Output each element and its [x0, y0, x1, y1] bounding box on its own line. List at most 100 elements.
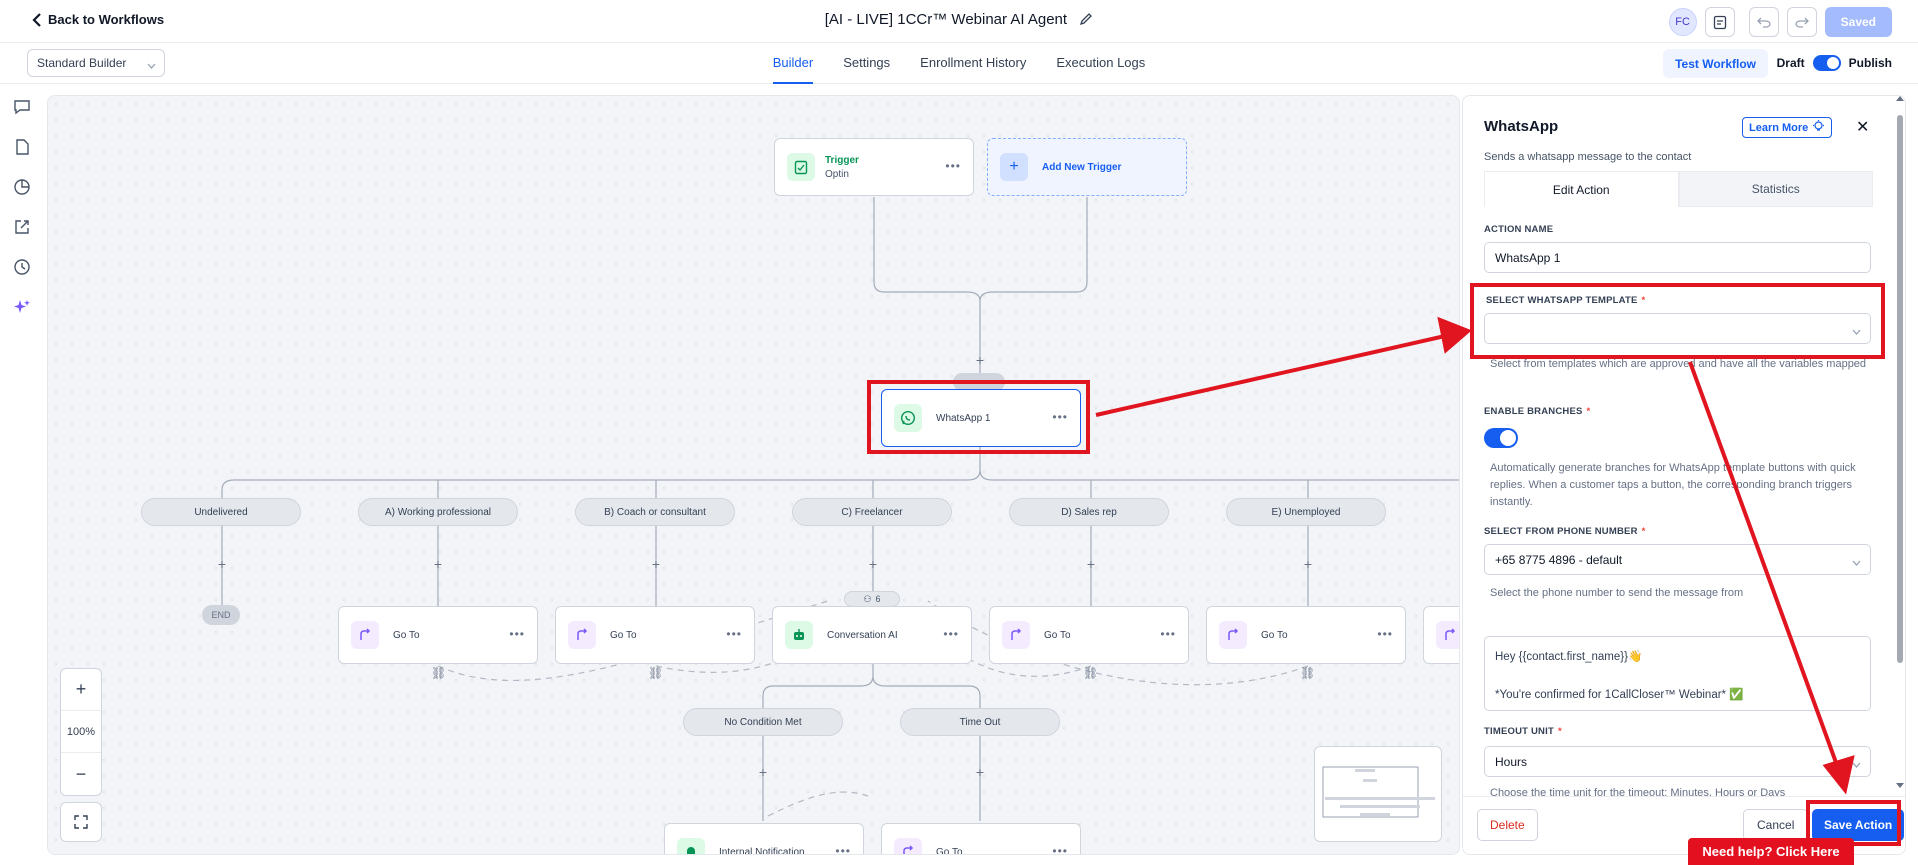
internal-notification-node[interactable]: Internal Notification ••• [664, 823, 864, 855]
required-asterisk: * [1641, 295, 1646, 306]
tab-execution-logs[interactable]: Execution Logs [1056, 55, 1146, 70]
tab-statistics[interactable]: Statistics [1678, 171, 1873, 207]
whatsapp-1-node[interactable]: WhatsApp 1 ••• [881, 389, 1081, 447]
phone-number-select[interactable]: +65 8775 4896 - default [1484, 544, 1871, 575]
redo-icon[interactable] [1786, 7, 1817, 37]
trigger-node[interactable]: Trigger Optin ••• [774, 138, 974, 196]
more-options-icon[interactable]: ••• [945, 159, 961, 173]
sparkles-icon[interactable] [13, 298, 31, 316]
branch-no-condition-met[interactable]: No Condition Met [683, 708, 843, 736]
add-step-plus[interactable]: + [975, 352, 985, 368]
panel-subtitle: Sends a whatsapp message to the contact [1484, 151, 1692, 163]
zoom-level: 100% [61, 711, 101, 753]
branch-working-professional[interactable]: A) Working professional [358, 498, 518, 526]
workflow-canvas[interactable]: Trigger Optin ••• + Add New Trigger + Wh… [47, 95, 1460, 855]
fit-view-button[interactable] [60, 802, 102, 842]
goto-label: Go To [393, 629, 420, 641]
expand-icon [74, 815, 88, 829]
more-options-icon[interactable]: ••• [943, 627, 959, 641]
builder-mode-select[interactable]: Standard Builder [27, 49, 165, 77]
plus-icon: + [75, 679, 87, 699]
add-step-plus[interactable]: + [868, 556, 878, 572]
saved-button[interactable]: Saved [1824, 7, 1892, 37]
more-options-icon[interactable]: ••• [835, 844, 851, 855]
undo-icon[interactable] [1748, 7, 1779, 37]
tab-edit-action[interactable]: Edit Action [1484, 171, 1679, 207]
conversation-ai-node[interactable]: Conversation AI ••• [772, 606, 972, 664]
add-step-plus[interactable]: + [758, 764, 768, 780]
history-icon[interactable] [13, 258, 31, 276]
branch-sales-rep[interactable]: D) Sales rep [1009, 498, 1169, 526]
tab-enrollment-history[interactable]: Enrollment History [920, 55, 1027, 70]
panel-scrollbar[interactable] [1895, 95, 1905, 795]
goto-node[interactable]: Go To ••• [989, 606, 1189, 664]
more-options-icon[interactable]: ••• [1052, 410, 1068, 424]
action-panel: WhatsApp Learn More ✕ Sends a whatsapp m… [1462, 95, 1906, 855]
zoom-in-button[interactable]: + [61, 669, 101, 711]
user-avatar[interactable]: FC [1668, 8, 1697, 36]
branch-coach-consultant[interactable]: B) Coach or consultant [575, 498, 735, 526]
save-action-button[interactable]: Save Action [1812, 809, 1905, 841]
message-preview[interactable]: Hey {{contact.first_name}}👋 *You're conf… [1484, 636, 1871, 711]
chevron-down-icon [1852, 757, 1861, 771]
learn-more-label: Learn More [1749, 121, 1809, 134]
learn-more-button[interactable]: Learn More [1742, 117, 1833, 138]
branch-undelivered[interactable]: Undelivered [141, 498, 301, 526]
whatsapp-template-select[interactable] [1484, 313, 1871, 344]
delete-button[interactable]: Delete [1477, 809, 1538, 841]
minimap[interactable] [1314, 746, 1442, 842]
goto-node[interactable]: Go To ••• [881, 823, 1081, 855]
goto-node[interactable]: Go To ••• [555, 606, 755, 664]
add-step-plus[interactable]: + [651, 556, 661, 572]
add-step-plus[interactable]: + [1303, 556, 1313, 572]
action-name-label: ACTION NAME [1484, 224, 1554, 235]
add-new-trigger-button[interactable]: + Add New Trigger [987, 138, 1187, 196]
cancel-button[interactable]: Cancel [1743, 809, 1809, 841]
branch-freelancer[interactable]: C) Freelancer [792, 498, 952, 526]
tab-builder[interactable]: Builder [772, 55, 814, 84]
clipboard-icon[interactable] [1704, 7, 1735, 37]
add-step-plus[interactable]: + [975, 764, 985, 780]
add-step-plus[interactable]: + [1086, 556, 1096, 572]
test-workflow-button[interactable]: Test Workflow [1663, 49, 1768, 78]
file-icon[interactable] [13, 138, 31, 156]
add-step-plus[interactable]: + [217, 556, 227, 572]
need-help-button[interactable]: Need help? Click Here [1688, 838, 1854, 865]
template-help: Select from templates which are approved… [1490, 358, 1867, 370]
back-to-workflows-link[interactable]: Back to Workflows [32, 12, 164, 27]
add-step-plus[interactable]: + [433, 556, 443, 572]
route-icon [1219, 621, 1247, 649]
edit-pencil-icon[interactable] [1079, 12, 1093, 30]
timeout-unit-select[interactable]: Hours [1484, 746, 1871, 777]
close-icon[interactable]: ✕ [1856, 119, 1870, 136]
goto-node[interactable]: Go To ••• [338, 606, 538, 664]
chevron-left-icon [32, 12, 41, 27]
external-link-icon[interactable] [13, 218, 31, 236]
publish-toggle-group: Draft Publish [1777, 55, 1892, 71]
more-options-icon[interactable]: ••• [726, 627, 742, 641]
branch-time-out[interactable]: Time Out [900, 708, 1060, 736]
more-options-icon[interactable]: ••• [1052, 844, 1068, 855]
timeout-label: TIMEOUT UNIT* [1484, 726, 1562, 737]
more-options-icon[interactable]: ••• [509, 627, 525, 641]
zoom-controls: + 100% − [60, 668, 102, 796]
tab-settings[interactable]: Settings [843, 55, 891, 70]
clipboard-check-icon [787, 153, 815, 181]
contact-count: 6 [875, 594, 881, 604]
comment-icon[interactable] [13, 98, 31, 116]
conversation-ai-label: Conversation AI [827, 629, 898, 641]
goto-node[interactable] [1423, 606, 1459, 664]
zoom-out-button[interactable]: − [61, 753, 101, 795]
pie-chart-icon[interactable] [13, 178, 31, 196]
route-icon [894, 838, 922, 854]
enable-branches-toggle[interactable] [1484, 428, 1518, 448]
draft-label: Draft [1776, 56, 1805, 70]
action-name-input[interactable]: WhatsApp 1 [1484, 242, 1871, 273]
publish-toggle[interactable] [1812, 55, 1841, 71]
branch-unemployed[interactable]: E) Unemployed [1226, 498, 1386, 526]
goto-label: Go To [1044, 629, 1071, 641]
link-icon: ⛓ [1300, 666, 1316, 680]
goto-node[interactable]: Go To ••• [1206, 606, 1406, 664]
more-options-icon[interactable]: ••• [1377, 627, 1393, 641]
more-options-icon[interactable]: ••• [1160, 627, 1176, 641]
